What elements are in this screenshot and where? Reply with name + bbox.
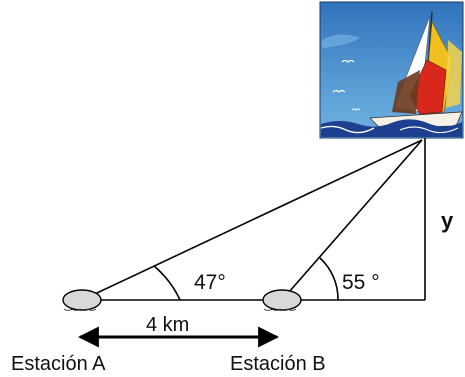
angle-b-label: 55 ° (342, 271, 380, 294)
station-b-label: Estación B (230, 353, 326, 375)
angle-arc-a (153, 265, 181, 301)
angle-arc-b (319, 257, 339, 301)
angle-a-label: 47° (194, 271, 226, 294)
distance-label: 4 km (146, 314, 189, 336)
station-b-marker (262, 289, 302, 311)
sight-line-a (81, 139, 423, 301)
station-a-marker (62, 289, 102, 311)
height-label: y (441, 208, 454, 233)
sailboat-picture (319, 1, 464, 139)
station-a-label: Estación A (11, 353, 106, 375)
sight-line-b (281, 139, 423, 301)
